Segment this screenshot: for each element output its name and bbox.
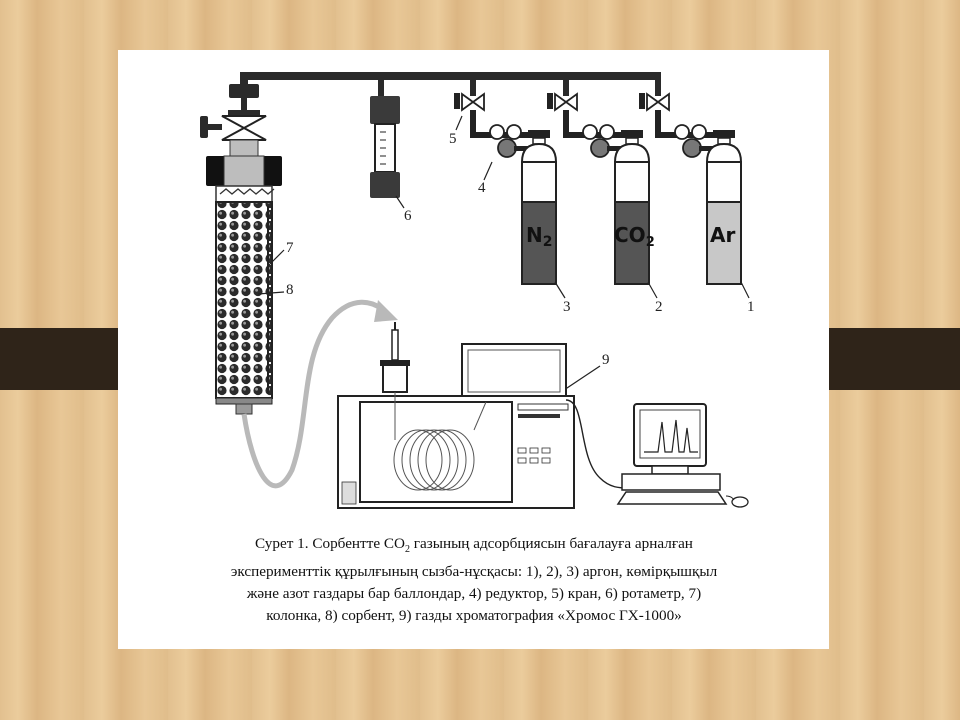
cylinder-n2 xyxy=(520,130,558,285)
transfer-arrow xyxy=(241,299,398,489)
label-7: 7 xyxy=(286,240,294,256)
label-2: 2 xyxy=(655,299,663,315)
label-5: 5 xyxy=(449,131,457,147)
chromatograph xyxy=(337,322,575,509)
label-3: 3 xyxy=(563,299,571,315)
data-cable xyxy=(565,399,629,489)
cylinder-label-co2: CO2 xyxy=(614,223,655,250)
caption-line-4: колонка, 8) сорбент, 9) газды хроматогра… xyxy=(266,607,682,625)
label-4: 4 xyxy=(478,180,486,196)
cylinder-label-ar: Ar xyxy=(710,223,735,247)
cylinder-label-n2: N2 xyxy=(526,223,553,250)
caption-line-3: және азот газдары бар баллондар, 4) реду… xyxy=(246,585,702,603)
caption-line-2: эксперименттік құрылғының сызба-нұсқасы:… xyxy=(230,563,718,581)
leader-lines xyxy=(257,115,750,391)
label-8: 8 xyxy=(286,282,294,298)
cylinder-ar xyxy=(705,130,743,285)
label-9: 9 xyxy=(602,352,610,368)
column xyxy=(215,201,273,415)
label-6: 6 xyxy=(404,208,412,224)
column-head xyxy=(200,84,282,203)
label-1: 1 xyxy=(747,299,755,315)
gas-manifold xyxy=(240,72,661,96)
caption-line-1: Сурет 1. Сорбентте СО2 газының адсорбция… xyxy=(255,535,693,556)
cylinder-co2 xyxy=(613,130,651,285)
figure-caption: Сурет 1. Сорбентте СО2 газының адсорбция… xyxy=(136,533,812,627)
computer xyxy=(616,403,749,508)
rotameter xyxy=(370,96,400,198)
